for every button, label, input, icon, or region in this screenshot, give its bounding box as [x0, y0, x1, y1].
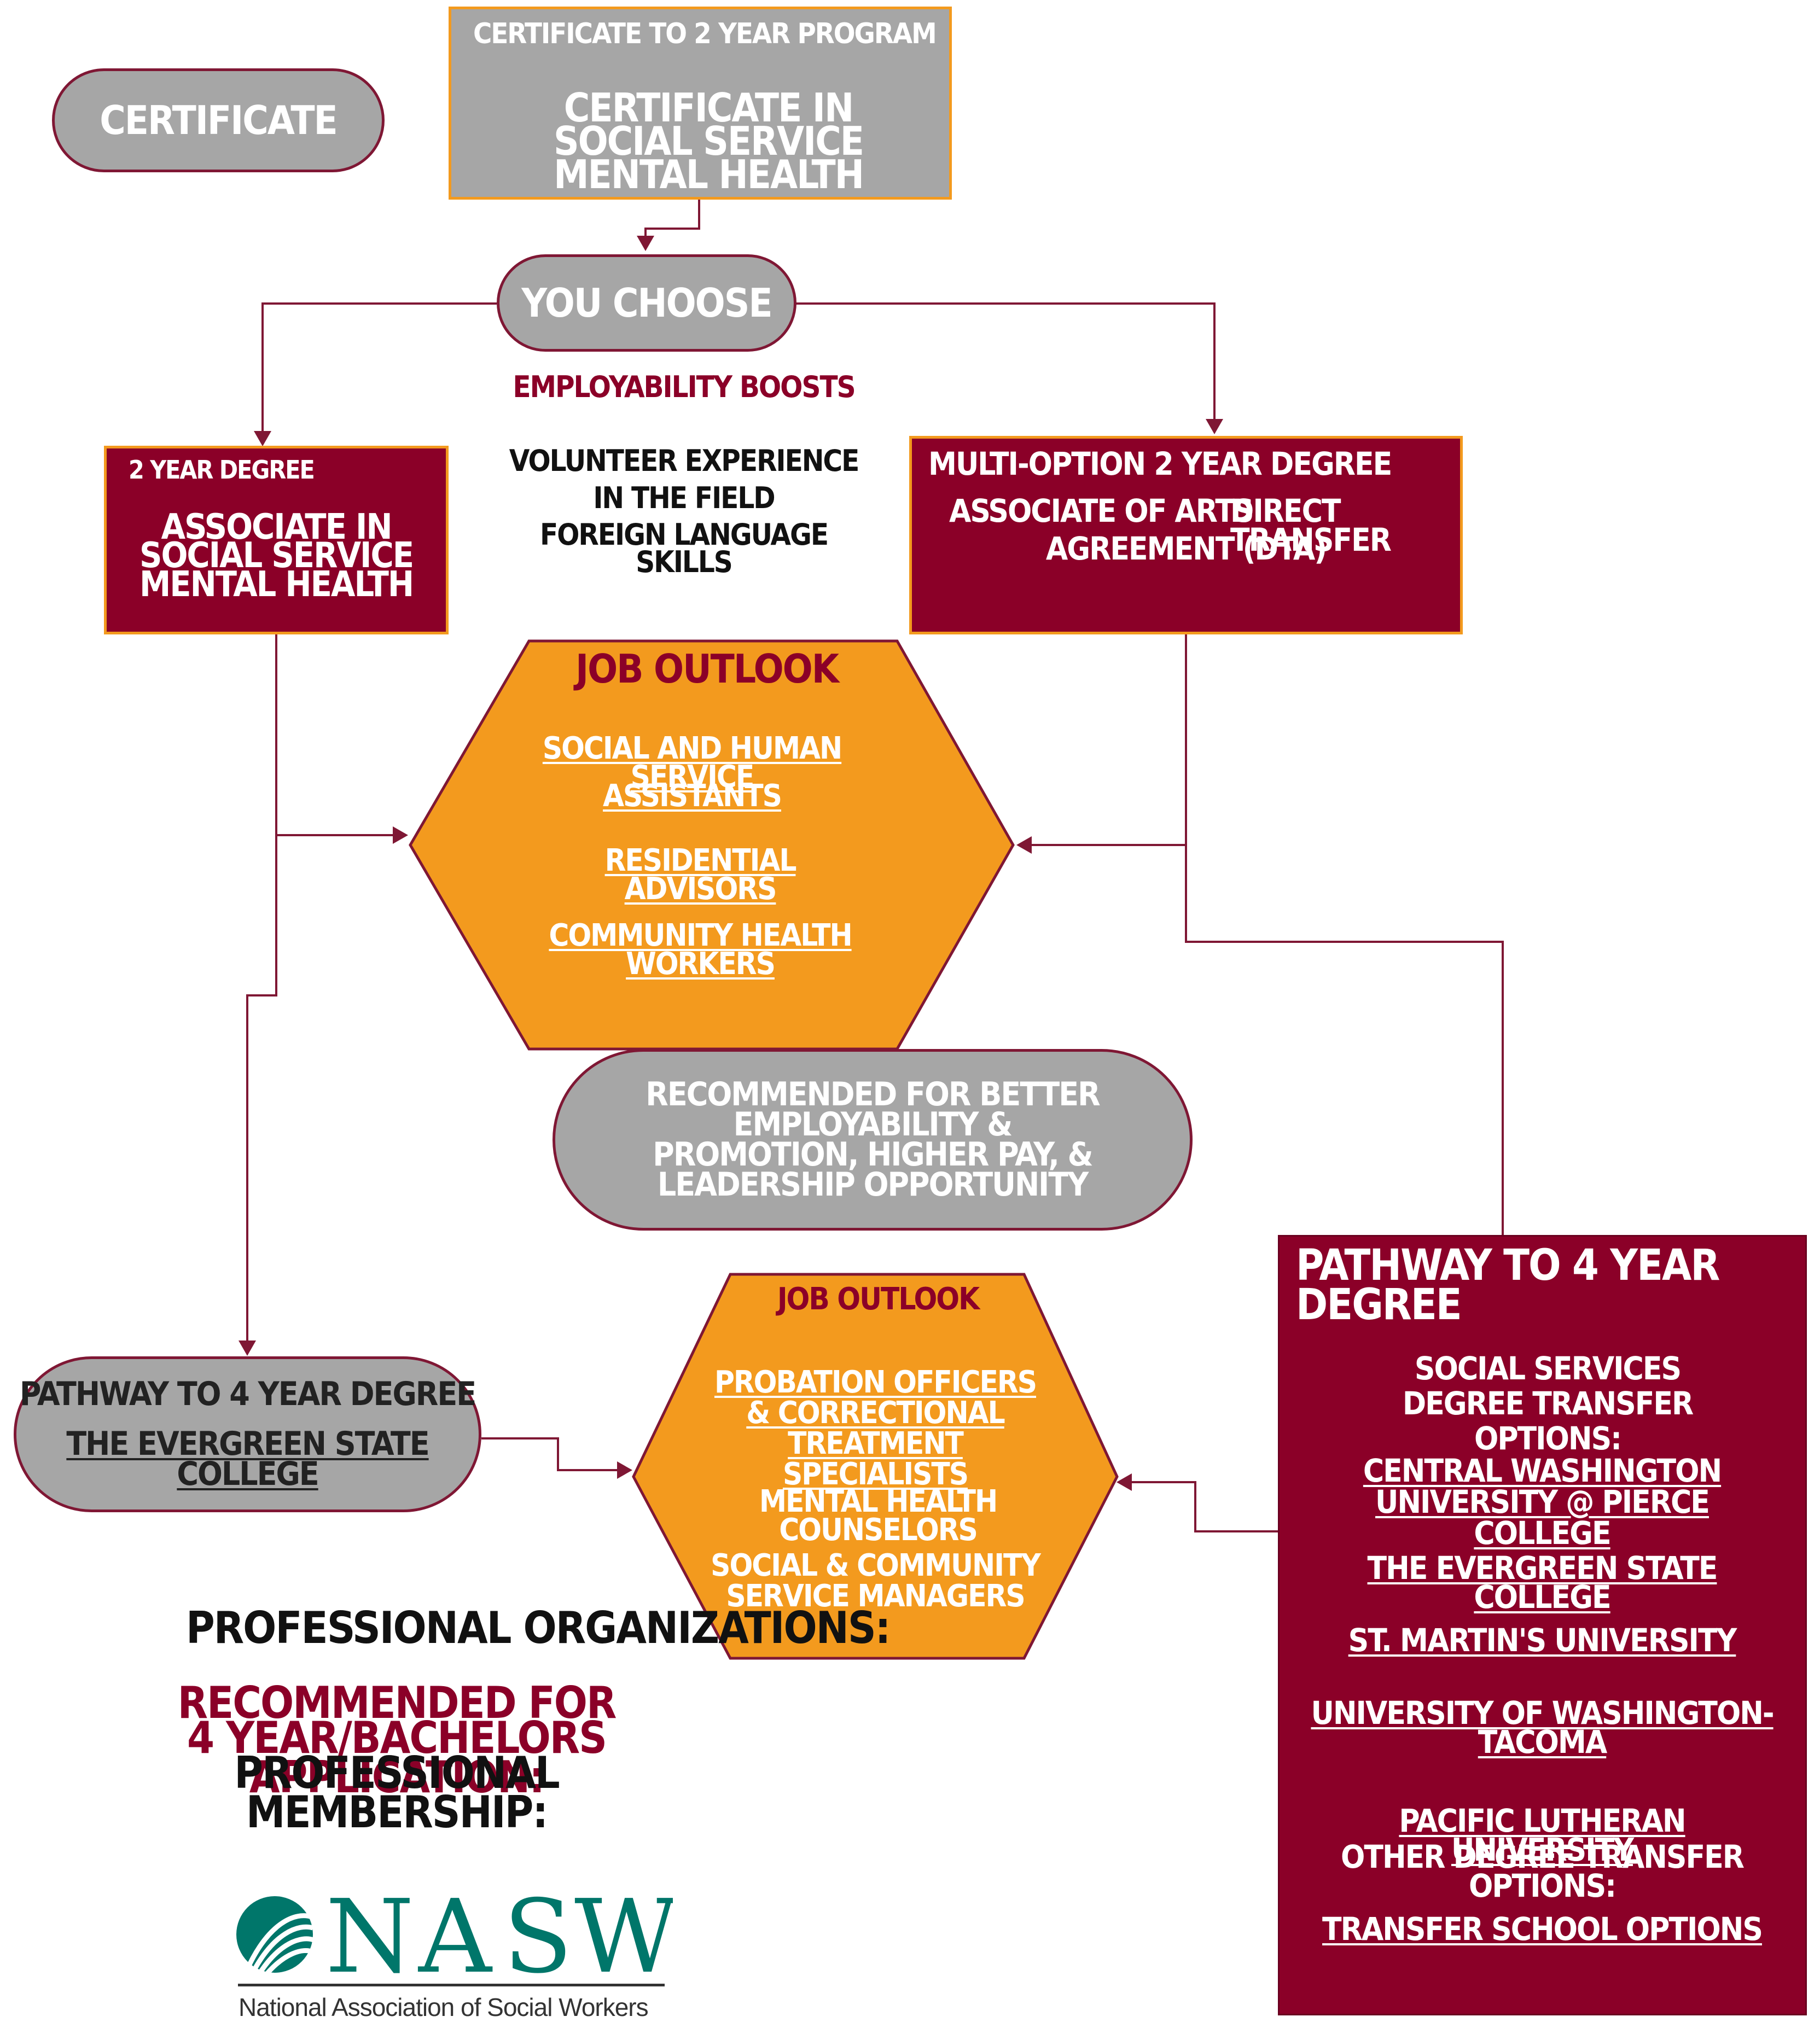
connector-multi-to-pathway — [1185, 845, 1504, 1235]
evergreen-link[interactable]: THE EVERGREEN STATE COLLEGE — [66, 1424, 429, 1494]
svg-text:S: S — [503, 1890, 573, 1996]
connector-pathway-to-hex2 — [1117, 1473, 1278, 1532]
pathway-link-cwu[interactable]: CENTRAL WASHINGTON UNIVERSITY @ PIERCE C… — [1363, 1452, 1722, 1552]
job-outlook-hexagon-2 — [632, 1273, 1119, 1660]
certificate-box: CERTIFICATE TO 2 YEAR PROGRAM CERTIFICAT… — [449, 7, 952, 200]
job-outlook-1-item[interactable]: ASSISTANTS — [603, 778, 782, 814]
nasw-tagline: National Association of Social Workers — [239, 1993, 649, 2021]
employability-heading: EMPLOYABILITY BOOSTS — [513, 370, 856, 404]
professional-membership-label: PROFESSIONAL MEMBERSHIP: — [234, 1747, 560, 1838]
pathway-link-plu[interactable]: PACIFIC LUTHERAN UNIVERSITY — [1399, 1802, 1686, 1869]
employability-item: IN THE FIELD — [593, 481, 775, 515]
connector-multi-to-hex1 — [1016, 634, 1187, 854]
connector-certificate-to-choose — [637, 200, 700, 251]
recommended-line-2: PROMOTION, HIGHER PAY, & LEADERSHIP OPPO… — [653, 1135, 1093, 1204]
recommended-bachelors-line-1: RECOMMENDED FOR — [177, 1677, 617, 1728]
job-outlook-1-item[interactable]: COMMUNITY HEALTH WORKERS — [549, 918, 852, 982]
job-outlook-2-managers: SOCIAL & COMMUNITY SERVICE MANAGERS — [711, 1548, 1041, 1614]
svg-text:N: N — [325, 1890, 414, 1996]
pathway-link-evergreen[interactable]: THE EVERGREEN STATE COLLEGE — [1367, 1549, 1718, 1616]
certificate-box-title: CERTIFICATE IN SOCIAL SERVICE MENTAL HEA… — [553, 85, 864, 198]
professional-organizations-heading: PROFESSIONAL ORGANIZATIONS: — [186, 1602, 891, 1653]
recommended-line-1: RECOMMENDED FOR BETTER EMPLOYABILITY & — [646, 1075, 1100, 1144]
connector-two-year-to-evergreen — [239, 835, 277, 1356]
pathway-box-subtitle: SOCIAL SERVICES DEGREE TRANSFER OPTIONS: — [1402, 1350, 1694, 1457]
job-outlook-1-title: JOB OUTLOOK — [575, 646, 839, 692]
multi-option-associate-arts: ASSOCIATE OF ARTS — [949, 492, 1254, 529]
employability-item: FOREIGN LANGUAGE SKILLS — [539, 517, 829, 579]
connector-evergreen-to-hex2 — [481, 1437, 632, 1479]
pathway-other-label: OTHER DEGREE TRANSFER OPTIONS: — [1341, 1838, 1745, 1905]
pathway-transfer-link[interactable]: TRANSFER SCHOOL OPTIONS — [1322, 1910, 1763, 1948]
pathway-link-uw-tacoma[interactable]: UNIVERSITY OF WASHINGTON-TACOMA — [1311, 1694, 1774, 1761]
svg-text:W: W — [574, 1890, 673, 1996]
multi-option-dta: AGREEMENT (DTA) — [1045, 530, 1327, 567]
evergreen-pathway-pill: PATHWAY TO 4 YEAR DEGREE THE EVERGREEN S… — [14, 1356, 481, 1512]
job-outlook-2-title: JOB OUTLOOK — [777, 1281, 980, 1317]
connector-two-year-to-hex1 — [275, 634, 408, 844]
employability-item: VOLUNTEER EXPERIENCE — [509, 444, 860, 478]
job-outlook-1-item[interactable]: SOCIAL AND HUMAN SERVICE — [542, 731, 842, 795]
nasw-logo[interactable]: N A S W National Association of Social W… — [235, 1878, 678, 2026]
pathway-4-year-box: PATHWAY TO 4 YEAR DEGREE SOCIAL SERVICES… — [1278, 1235, 1807, 2015]
pathway-box-title: PATHWAY TO 4 YEAR DEGREE — [1296, 1241, 1720, 1330]
recommended-pill: RECOMMENDED FOR BETTER EMPLOYABILITY & P… — [553, 1049, 1193, 1231]
two-year-degree-header: 2 YEAR DEGREE — [129, 455, 315, 485]
you-choose-label: YOU CHOOSE — [521, 279, 772, 326]
you-choose-pill: YOU CHOOSE — [497, 254, 796, 352]
svg-text:A: A — [417, 1890, 493, 1996]
multi-option-direct-transfer: DIRECT TRANSFER — [1230, 492, 1392, 559]
connector-choose-to-two-year — [254, 302, 497, 446]
job-outlook-2-probation[interactable]: PROBATION OFFICERS & CORRECTIONAL TREATM… — [714, 1365, 1037, 1492]
two-year-degree-title: ASSOCIATE IN SOCIAL SERVICE MENTAL HEALT… — [139, 507, 414, 605]
certificate-pill: CERTIFICATE — [52, 68, 385, 172]
two-year-degree-box: 2 YEAR DEGREE ASSOCIATE IN SOCIAL SERVIC… — [104, 446, 449, 634]
multi-option-degree-box: MULTI-OPTION 2 YEAR DEGREE ASSOCIATE OF … — [909, 436, 1463, 634]
pathway-link-st-martins[interactable]: ST. MARTIN'S UNIVERSITY — [1348, 1622, 1737, 1659]
job-outlook-2-counselors: MENTAL HEALTH COUNSELORS — [759, 1484, 998, 1548]
evergreen-pathway-header: PATHWAY TO 4 YEAR DEGREE — [19, 1374, 476, 1413]
connector-choose-to-multi — [796, 302, 1223, 434]
nasw-logo-mark: N A S W — [236, 1878, 678, 1996]
certificate-pill-label: CERTIFICATE — [100, 97, 338, 143]
certificate-box-header: CERTIFICATE TO 2 YEAR PROGRAM — [473, 18, 937, 50]
multi-option-header: MULTI-OPTION 2 YEAR DEGREE — [928, 445, 1392, 482]
job-outlook-1-item[interactable]: RESIDENTIAL ADVISORS — [604, 843, 797, 907]
recommended-bachelors-line-2: 4 YEAR/BACHELORS APPLICATION: — [187, 1712, 607, 1803]
